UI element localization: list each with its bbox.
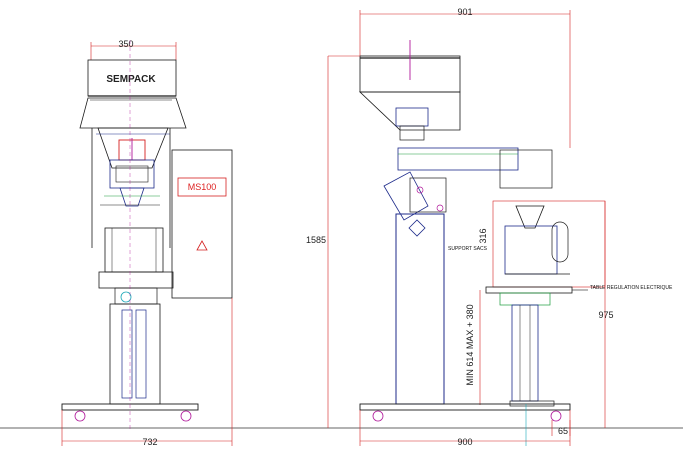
- brand-label: SEMPACK: [106, 74, 156, 85]
- side-view: 901 1585 316 SUPPORT SACS: [306, 7, 673, 447]
- side-bottom-width-dimension: 900: [457, 437, 472, 447]
- front-bottom-width-dimension: 732: [142, 437, 157, 447]
- bag-support-dimension: 316: [478, 228, 488, 243]
- foot-dimension: 65: [558, 426, 568, 436]
- table-height-dimension: 975: [598, 310, 613, 320]
- front-top-width-dimension: 350: [118, 39, 133, 49]
- adjust-range-dimension: MIN 614 MAX + 380: [465, 304, 475, 385]
- support-bags-label: SUPPORT SACS: [448, 246, 488, 252]
- side-total-height-dimension: 1585: [306, 235, 326, 245]
- front-view: 350 SEMPACK MS100: [61, 39, 233, 447]
- side-top-width-dimension: 901: [457, 7, 472, 17]
- model-label: MS100: [188, 182, 217, 192]
- table-regulation-label: TABLE REGULATION ELECTRIQUE: [590, 285, 673, 291]
